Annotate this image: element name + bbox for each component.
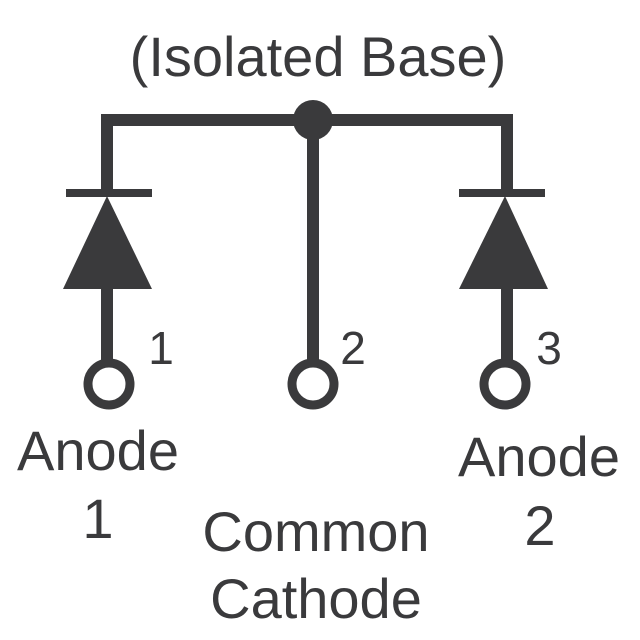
terminal-1 [83, 358, 135, 410]
terminal-2 [287, 358, 339, 410]
pin-label-2-line1: Common [202, 500, 429, 563]
diode-left [63, 120, 152, 410]
pin-number-3: 3 [536, 322, 562, 374]
pin-number-2: 2 [340, 322, 366, 374]
diode-right [459, 120, 548, 410]
pin-label-3-line2: 2 [524, 494, 555, 557]
pin-label-1-line2: 1 [82, 487, 113, 550]
title: (Isolated Base) [130, 25, 507, 88]
diode-right-triangle [459, 196, 548, 289]
pin-label-3-line1: Anode [458, 425, 620, 488]
terminal-3 [479, 358, 531, 410]
diode-left-triangle [63, 196, 152, 289]
pin-number-1: 1 [148, 322, 174, 374]
pin-label-1-line1: Anode [17, 419, 179, 482]
center-lead [287, 120, 339, 410]
pin-label-2-line2: Cathode [210, 567, 422, 630]
